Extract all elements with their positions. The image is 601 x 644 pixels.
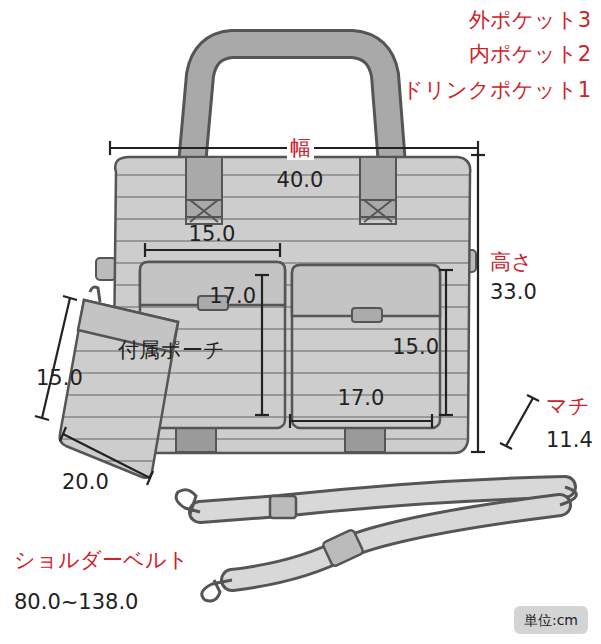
unit-text: 単位:cm: [524, 612, 578, 628]
dimension-label: 20.0: [62, 470, 109, 494]
heading-label: マチ: [546, 394, 590, 418]
dimension-label: 80.0~138.0: [14, 590, 138, 614]
dimension-label: 15.0: [36, 366, 83, 390]
heading-label: 幅: [287, 136, 314, 160]
dimension-label: 17.0: [209, 284, 256, 308]
dimension-label: 付属ポーチ: [118, 338, 225, 362]
heading-label: 高さ: [490, 250, 533, 274]
dimension-label: 40.0: [277, 168, 324, 192]
heading-label: 内ポケット2: [469, 42, 591, 66]
heading-label: ドリンクポケット1: [402, 78, 591, 102]
dimension-label: 17.0: [338, 386, 385, 410]
dimension-label: 15.0: [189, 222, 236, 246]
dimension-label: 15.0: [392, 335, 439, 359]
dimension-label: 11.4: [546, 428, 593, 452]
unit-box: 単位:cm: [514, 606, 588, 634]
dimension-label: 33.0: [490, 280, 537, 304]
heading-label: 外ポケット3: [469, 8, 591, 32]
heading-label: ショルダーベルト: [14, 548, 189, 572]
